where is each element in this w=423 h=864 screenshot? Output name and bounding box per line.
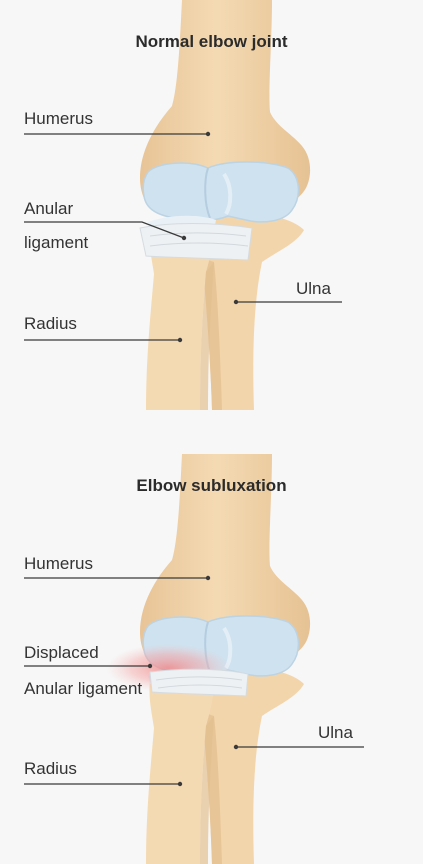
radius-dot (177, 337, 183, 343)
label-ligament: ligament (24, 233, 89, 252)
label-ulna: Ulna (296, 279, 331, 298)
leader-lines-subluxation (24, 575, 364, 787)
humerus-dot-2 (205, 575, 211, 581)
ulna-dot-2 (233, 744, 239, 750)
label-ulna-2: Ulna (318, 723, 353, 742)
ulna-dot (233, 299, 239, 305)
label-radius: Radius (24, 314, 77, 333)
humerus-dot (205, 131, 211, 137)
subluxation-title: Elbow subluxation (136, 476, 287, 495)
leader-lines-normal (24, 131, 342, 343)
radius-dot-2 (177, 781, 183, 787)
ligament-leader (24, 221, 185, 239)
subluxation-illustration (106, 452, 313, 864)
label-radius-2: Radius (24, 759, 77, 778)
label-humerus-2: Humerus (24, 554, 93, 573)
label-anular-ligament: Anular ligament (24, 679, 143, 698)
ligament-dot-2 (147, 663, 153, 669)
label-displaced: Displaced (24, 643, 99, 662)
ligament-dot (181, 235, 187, 241)
label-humerus: Humerus (24, 109, 93, 128)
normal-title: Normal elbow joint (135, 32, 288, 51)
normal-elbow-illustration (138, 0, 313, 412)
label-anular: Anular (24, 199, 74, 218)
